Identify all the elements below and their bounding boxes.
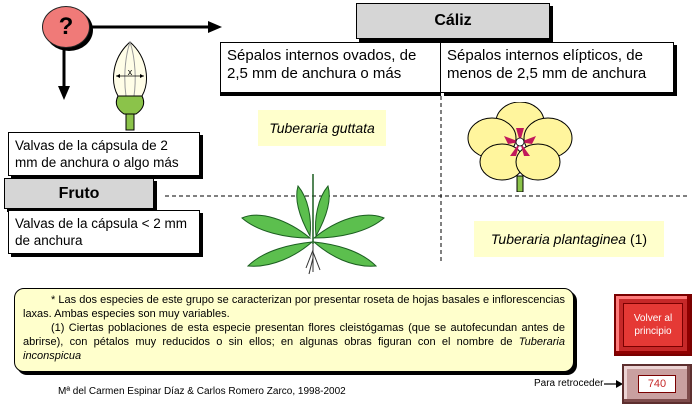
box-shadow xyxy=(220,93,441,96)
capsule-width-label: x xyxy=(128,67,133,77)
species-tuberaria-plantaginea[interactable]: Tuberaria plantaginea (1) xyxy=(474,221,664,257)
note-paragraph-1: * Las dos especies de este grupo se cara… xyxy=(23,294,565,320)
question-icon: ? xyxy=(42,6,90,48)
question-mark: ? xyxy=(58,13,74,40)
fruto-title: Fruto xyxy=(4,178,154,209)
note-box: * Las dos especies de este grupo se cara… xyxy=(14,288,574,372)
option-valvas-menos-2mm: Valvas de la cápsula < 2 mm de anchura xyxy=(8,210,200,254)
go-back-number: 740 xyxy=(638,375,676,393)
species-tuberaria-guttata[interactable]: Tuberaria guttata xyxy=(258,110,386,146)
species-name: Tuberaria guttata xyxy=(269,120,375,136)
note-paragraph-2: (1) Ciertas poblaciones de esta especie … xyxy=(23,322,565,362)
flower-illustration xyxy=(467,102,573,192)
back-to-start-button[interactable]: Volver al principio xyxy=(614,294,692,356)
option-valvas-2mm: Valvas de la cápsula de 2 mm de anchura … xyxy=(8,132,200,176)
option-sepalos-elipticos: Sépalos internos elípticos, de menos de … xyxy=(441,42,674,93)
back-to-start-label: Volver al principio xyxy=(623,303,683,347)
go-back-label: Para retroceder xyxy=(534,378,604,389)
go-back-button[interactable]: 740 xyxy=(622,364,692,404)
species-footnote-ref: (1) xyxy=(626,231,648,247)
capsule-illustration: x xyxy=(113,41,147,131)
credit-text: Mª del Carmen Espinar Díaz & Carlos Rome… xyxy=(58,386,346,397)
rosette-plant-illustration xyxy=(241,174,385,275)
arrow-right-icon xyxy=(604,380,623,388)
caliz-title: Cáliz xyxy=(356,3,550,39)
species-name: Tuberaria plantaginea xyxy=(490,231,627,247)
option-sepalos-ovados: Sépalos internos ovados, de 2,5 mm de an… xyxy=(220,42,441,93)
note-species: Tuberaria inconspicua xyxy=(23,336,565,362)
